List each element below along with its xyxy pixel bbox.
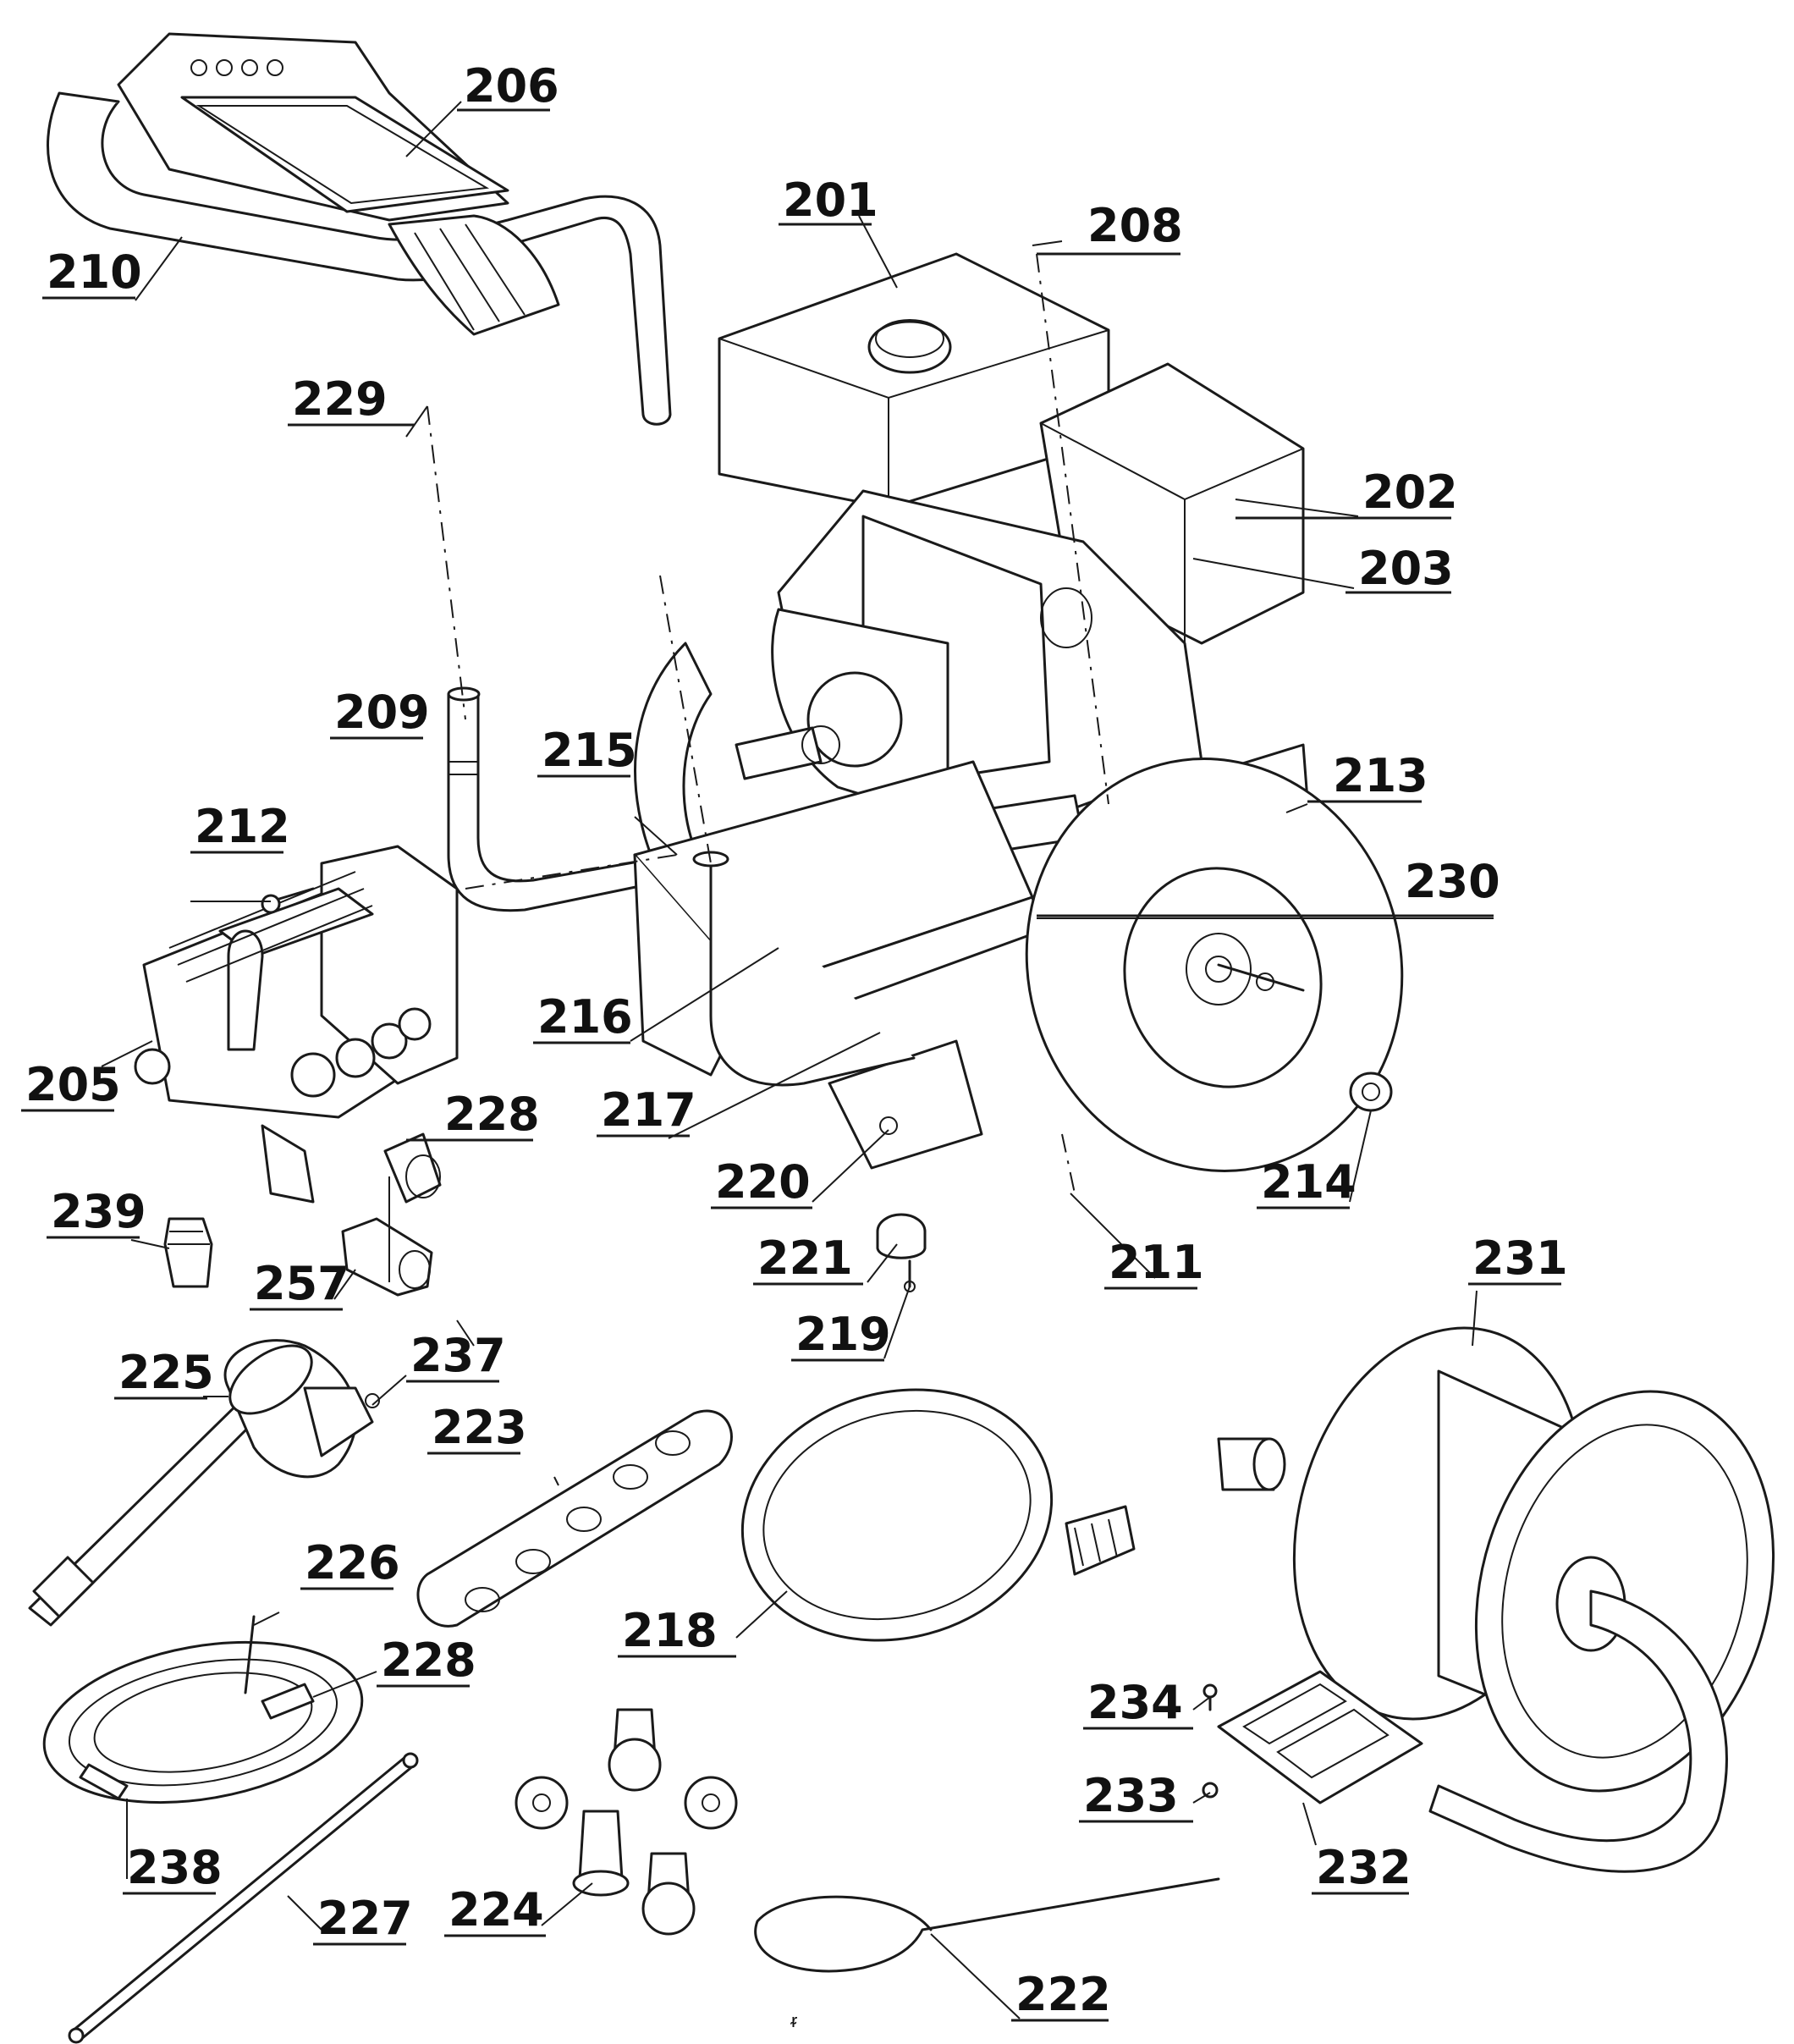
callout-257: 257 [254,1257,349,1310]
spray-gun [28,1339,380,1627]
callout-212: 212 [195,800,290,853]
control-panel-screen [180,96,509,213]
callout-218: 218 [622,1604,718,1657]
wheel-rim [1123,867,1323,1088]
callout-labels: 206 201 208 202 203 210 229 209 215 213 … [21,59,1568,2022]
hose-coil [42,1615,364,1804]
elbow-fitting [341,1217,433,1297]
fuel-cap [867,320,952,374]
callout-231: 231 [1472,1231,1568,1285]
hose-guide [1202,1670,1423,1804]
callout-234: 234 [1087,1676,1183,1729]
callout-209: 209 [334,686,430,739]
inlet-adapter [163,1217,213,1288]
leader-lines [101,101,1494,2019]
wheel-assembly [1025,758,1404,1194]
callout-239: 239 [51,1185,146,1238]
callout-208: 208 [1087,199,1183,252]
callout-233: 233 [1083,1769,1179,1822]
callout-215: 215 [542,724,637,777]
high-pressure-hose [740,1388,1136,1642]
callout-201: 201 [783,174,878,227]
callout-214: 214 [1261,1155,1357,1209]
callout-228a: 228 [444,1088,540,1141]
foot-assembly [876,1116,927,1292]
callout-222: 222 [1015,1968,1111,2021]
callout-203: 203 [1358,542,1454,595]
callout-216: 216 [537,990,633,1044]
callout-225: 225 [118,1346,214,1399]
frame-tube [709,853,916,1087]
callout-202: 202 [1362,466,1458,519]
callout-221: 221 [757,1231,853,1285]
spray-nozzles [515,1708,738,1936]
callout-237: 237 [410,1329,506,1382]
callout-217: 217 [601,1083,696,1137]
callout-220: 220 [715,1155,811,1209]
callout-224: 224 [448,1883,544,1937]
footer-mark: ᵲ [790,2011,797,2032]
callout-206: 206 [464,59,559,113]
axle-washer [1349,1072,1393,1112]
callout-223: 223 [432,1401,527,1454]
nozzle-holder-plate [416,1409,733,1628]
callout-226: 226 [305,1536,400,1589]
callout-228b: 228 [381,1634,476,1687]
handle-assembly [47,32,672,426]
callout-205: 205 [25,1058,121,1111]
hose-reel [1217,1326,1775,1873]
callout-210: 210 [47,245,142,299]
wire-tie [754,1877,1220,1973]
callout-213: 213 [1333,749,1428,802]
engine-assembly [718,252,1305,857]
pump-assembly [134,845,459,1204]
axle [1217,963,1305,992]
fittings [163,1132,442,1297]
callout-230: 230 [1405,855,1500,908]
callout-211: 211 [1109,1236,1204,1289]
quick-coupler [383,1132,442,1204]
callout-229: 229 [292,372,388,426]
callout-238: 238 [127,1841,223,1894]
callout-227: 227 [317,1892,413,1945]
spray-wand [68,1752,419,2044]
handle-grip-plate [388,214,560,336]
frame-leg [828,1039,983,1170]
callout-232: 232 [1316,1841,1412,1894]
callout-219: 219 [795,1308,891,1361]
